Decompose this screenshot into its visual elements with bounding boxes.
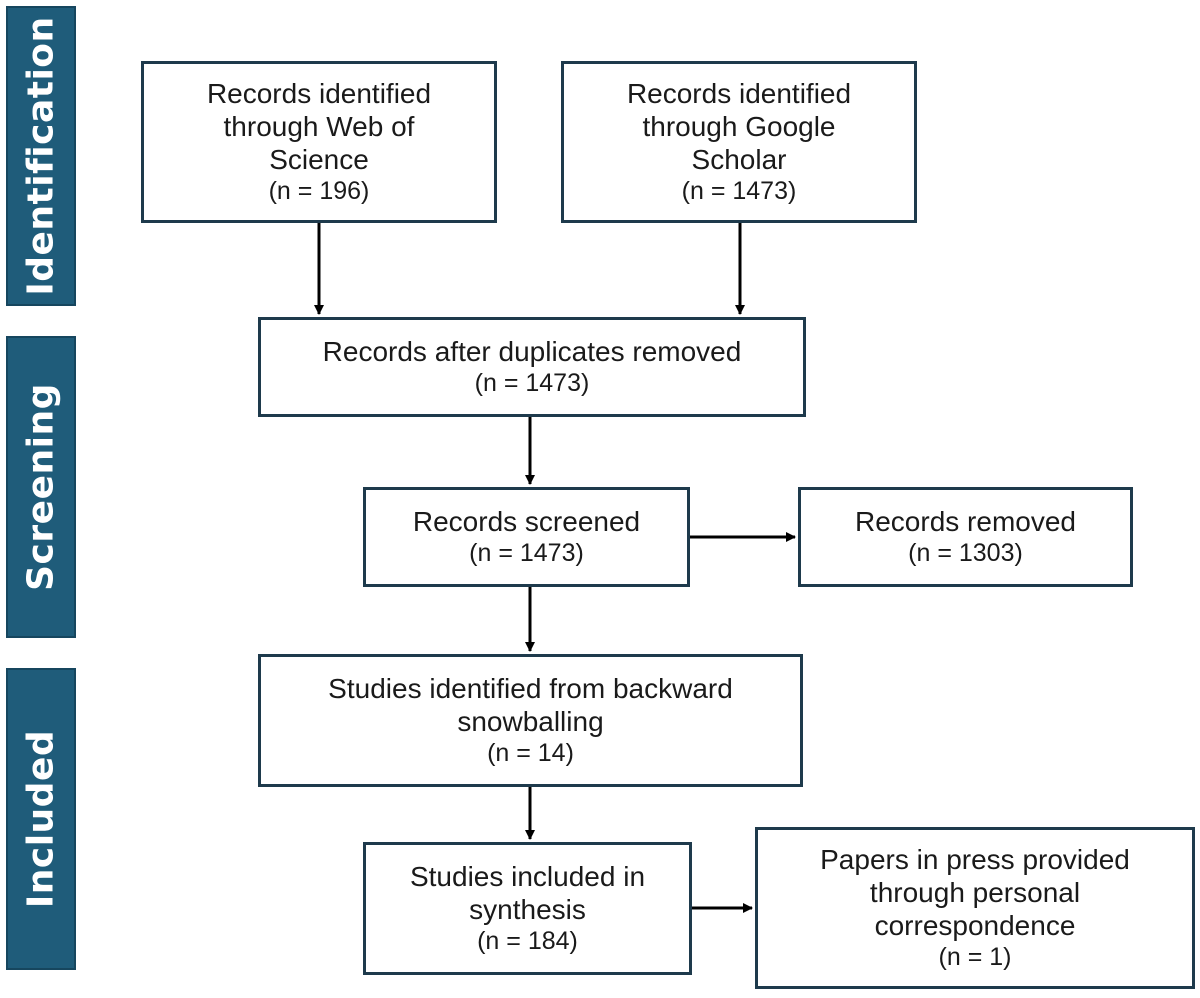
box-duplicates-removed: Records after duplicates removed (n = 14…: [258, 317, 806, 417]
box-records-screened-count: (n = 1473): [469, 539, 584, 567]
box-records-removed-text: Records removed: [855, 506, 1076, 537]
box-backward-snowballing-count: (n = 14): [487, 739, 574, 767]
box-papers-in-press-text: Papers in press provided through persona…: [820, 844, 1130, 941]
box-web-of-science-text: Records identified through Web of Scienc…: [206, 78, 432, 175]
box-papers-in-press-count: (n = 1): [938, 943, 1012, 971]
box-backward-snowballing: Studies identified from backward snowbal…: [258, 654, 803, 787]
box-records-removed-count: (n = 1303): [908, 539, 1023, 567]
phase-screening: Screening: [6, 336, 76, 638]
box-web-of-science-count: (n = 196): [268, 177, 370, 205]
box-backward-snowballing-text: Studies identified from backward snowbal…: [328, 673, 733, 737]
box-duplicates-removed-text: Records after duplicates removed: [322, 336, 742, 367]
phase-included: Included: [6, 668, 76, 970]
box-google-scholar-count: (n = 1473): [681, 177, 797, 205]
box-records-removed: Records removed (n = 1303): [798, 487, 1133, 587]
box-included-in-synthesis: Studies included in synthesis (n = 184): [363, 842, 692, 975]
box-google-scholar: Records identified through Google Schola…: [561, 61, 917, 223]
box-records-screened-text: Records screened: [412, 506, 641, 537]
box-included-in-synthesis-text: Studies included in synthesis: [409, 861, 646, 925]
phase-identification: Identification: [6, 6, 76, 306]
box-included-in-synthesis-count: (n = 184): [477, 927, 578, 955]
box-records-screened: Records screened (n = 1473): [363, 487, 690, 587]
box-google-scholar-text: Records identified through Google Schola…: [626, 78, 852, 175]
box-papers-in-press: Papers in press provided through persona…: [755, 827, 1195, 989]
box-duplicates-removed-count: (n = 1473): [474, 369, 590, 397]
box-web-of-science: Records identified through Web of Scienc…: [141, 61, 497, 223]
